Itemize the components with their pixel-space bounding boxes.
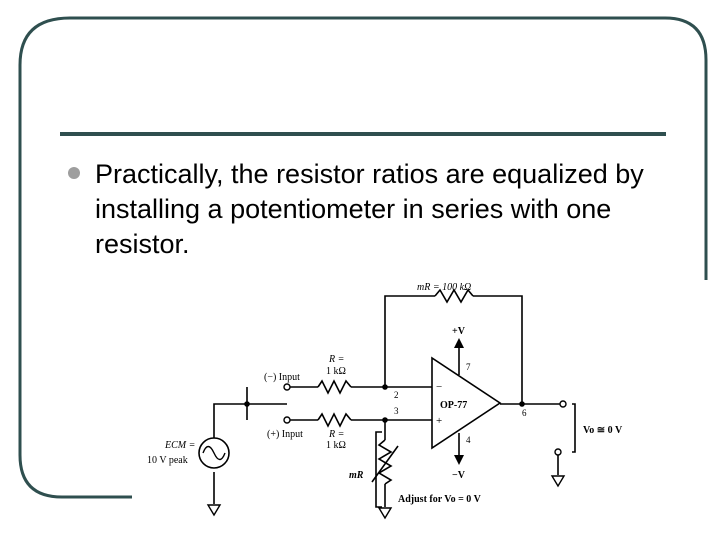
feedback-wire-left bbox=[384, 295, 435, 387]
ecm-label-1: ECM = bbox=[164, 440, 195, 451]
ground-icon-pot bbox=[377, 507, 393, 520]
opamp-plus-sign: + bbox=[436, 415, 442, 427]
r-top-label-2: 1 kΩ bbox=[326, 366, 346, 377]
r-bot-label-2: 1 kΩ bbox=[326, 440, 346, 451]
ecm-sine-icon bbox=[202, 445, 226, 461]
feedback-wire-right bbox=[473, 295, 523, 404]
diagram-backdrop bbox=[132, 280, 717, 538]
ground-icon-source bbox=[206, 504, 222, 517]
opamp-minus-sign: − bbox=[436, 381, 442, 393]
output-bracket bbox=[572, 403, 576, 453]
pos-supply-label: +V bbox=[452, 326, 466, 337]
ecm-label-2: 10 V peak bbox=[147, 455, 188, 466]
inv-input-label: (−) Input bbox=[264, 372, 300, 383]
junction-node-output bbox=[519, 401, 525, 407]
pin-4-label: 4 bbox=[466, 435, 471, 445]
r-bot-label-1: R = bbox=[328, 429, 344, 440]
r-top-resistor bbox=[317, 379, 352, 395]
mr-label: mR bbox=[349, 470, 364, 481]
pin-3-label: 3 bbox=[394, 406, 399, 416]
pot-resistor bbox=[377, 439, 393, 485]
noninv-input-terminal bbox=[283, 416, 291, 424]
adjust-label: Adjust for Vo = 0 V bbox=[398, 494, 482, 505]
feedback-resistor-label: mR = 100 kΩ bbox=[417, 282, 471, 293]
junction-node-bottom bbox=[382, 417, 388, 423]
neg-supply-arrow-icon bbox=[454, 455, 464, 465]
pot-bracket bbox=[375, 431, 382, 508]
noninv-input-label: (+) Input bbox=[267, 429, 303, 440]
pin-2-label: 2 bbox=[394, 390, 399, 400]
pin-7-label: 7 bbox=[466, 362, 471, 372]
output-voltage-label: Vo ≅ 0 V bbox=[583, 425, 623, 436]
output-terminal bbox=[559, 400, 567, 408]
junction-node-top bbox=[382, 384, 388, 390]
r-top-label-1: R = bbox=[328, 354, 344, 365]
pos-supply-arrow-icon bbox=[454, 338, 464, 348]
r-bot-resistor bbox=[317, 412, 352, 428]
opamp-name-label: OP-77 bbox=[440, 400, 467, 411]
feedback-resistor bbox=[434, 288, 474, 304]
bullet-text: Practically, the resistor ratios are equ… bbox=[95, 159, 644, 259]
pin-6-label: 6 bbox=[522, 408, 527, 418]
neg-supply-label: −V bbox=[452, 470, 466, 481]
junction-node-source bbox=[244, 401, 250, 407]
ground-icon-output bbox=[550, 475, 566, 488]
output-ground-terminal bbox=[554, 448, 562, 456]
opamp-symbol bbox=[431, 356, 502, 450]
bullet-dot bbox=[68, 167, 80, 179]
inv-input-terminal bbox=[283, 383, 291, 391]
